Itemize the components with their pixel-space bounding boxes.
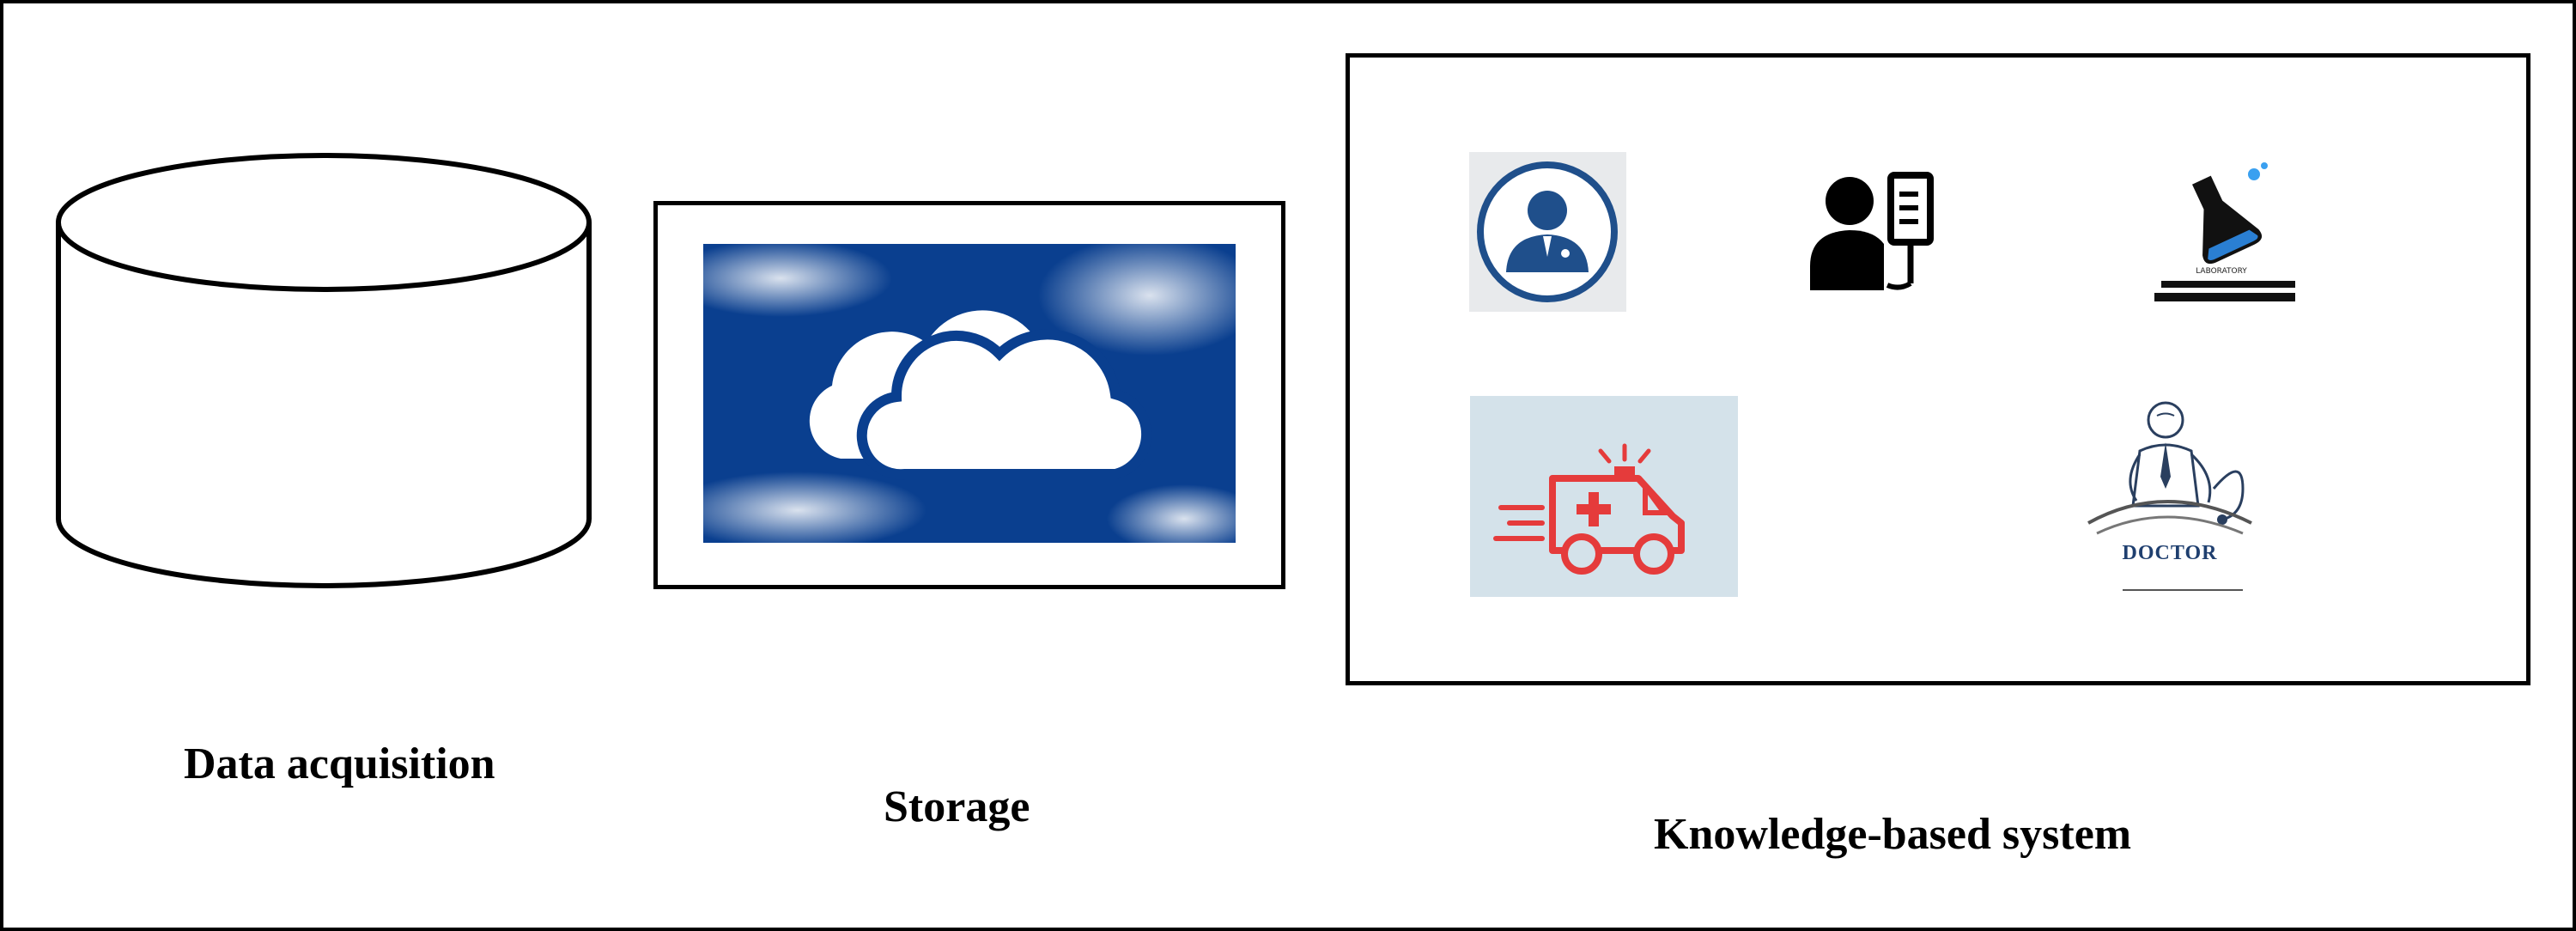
laboratory-flask-icon [2154,162,2295,301]
doctor-avatar-icon [1469,152,1626,312]
database-cylinder-icon [56,153,592,588]
storage-box [653,201,1285,589]
cloud-storage-icon [703,244,1236,543]
knowledge-system-label: Knowledge-based system [1654,810,2132,859]
doctor-logo: DOCTOR [2071,394,2269,600]
doctor-badge-text: DOCTOR [2122,542,2218,564]
storage-label: Storage [884,782,1030,831]
laboratory-badge-text: LABORATORY [2196,267,2247,276]
ambulance-icon [1470,396,1738,597]
patient-drip-icon [1810,172,1934,290]
laboratory-logo: LABORATORY [2144,159,2295,309]
doctor-logo-icon [2087,401,2252,591]
knowledge-system-box: LABORATORY [1346,53,2530,685]
data-acquisition-label: Data acquisition [184,739,495,788]
